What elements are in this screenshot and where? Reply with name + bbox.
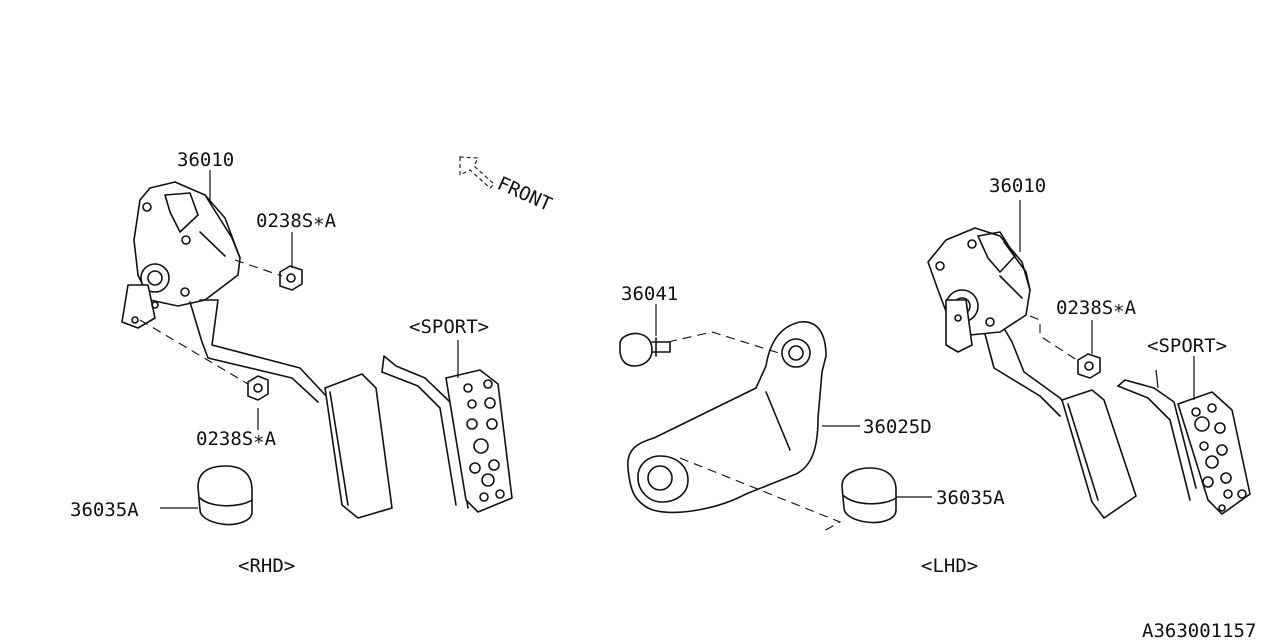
label-lhd-sport: <SPORT> xyxy=(1147,335,1227,357)
label-center-bolt: 36041 xyxy=(621,283,678,305)
label-rhd-stopper: 36035A xyxy=(70,499,139,521)
rhd-sport-pedal xyxy=(381,355,513,513)
lhd-nut xyxy=(1077,353,1101,379)
lhd-sport-pedal xyxy=(1117,379,1251,515)
center-bolt xyxy=(619,332,671,367)
label-rhd-nut-bottom: 0238S∗A xyxy=(196,428,277,450)
label-lhd-module: 36010 xyxy=(989,175,1046,197)
label-lhd-region: <LHD> xyxy=(921,555,978,577)
center-bracket xyxy=(627,321,827,514)
label-rhd-nut-top: 0238S∗A xyxy=(256,210,337,232)
label-center-bracket: 36025D xyxy=(863,416,932,438)
lhd-pedal-module xyxy=(927,227,1137,519)
label-rhd-region: <RHD> xyxy=(238,555,295,577)
label-rhd-sport: <SPORT> xyxy=(409,316,489,338)
rhd-pedal-module xyxy=(121,181,393,519)
diagram-reference-number: A363001157 xyxy=(1142,620,1256,640)
rhd-nut-top xyxy=(279,265,303,291)
label-front: FRONT xyxy=(494,172,555,215)
front-arrow xyxy=(459,156,495,189)
center-stopper xyxy=(841,467,897,524)
label-lhd-nut: 0238S∗A xyxy=(1056,297,1137,319)
rhd-stopper xyxy=(197,465,253,526)
rhd-nut-bottom xyxy=(247,375,269,401)
label-rhd-module: 36010 xyxy=(177,149,234,171)
label-center-stopper: 36035A xyxy=(936,487,1005,509)
